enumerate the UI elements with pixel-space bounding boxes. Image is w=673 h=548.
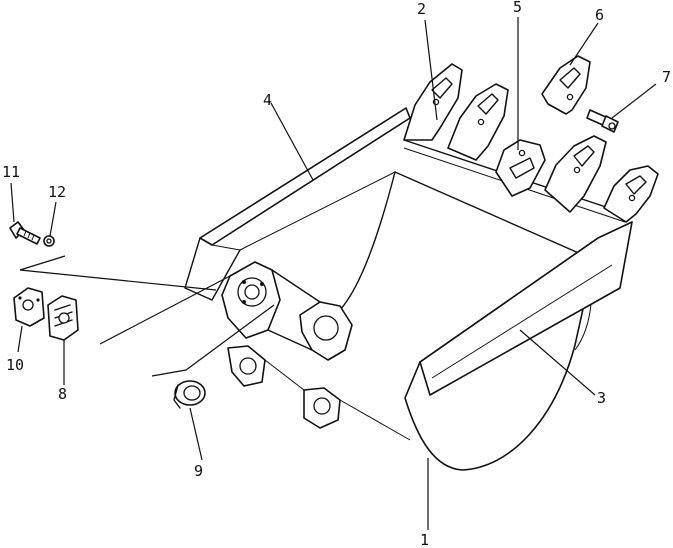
bushing xyxy=(173,380,206,409)
tooth-4 xyxy=(544,135,607,213)
callout-12: 12 xyxy=(48,183,66,201)
right-side-plate xyxy=(419,221,633,396)
callout-5: 5 xyxy=(513,0,522,16)
callout-10: 10 xyxy=(6,356,24,374)
tooth-2 xyxy=(447,83,509,161)
tooth-3 xyxy=(495,139,546,197)
callout-3: 3 xyxy=(597,389,606,407)
shim-bracket xyxy=(47,295,79,341)
leader-lines xyxy=(10,17,657,530)
callout-7: 7 xyxy=(662,68,671,86)
bucket-body xyxy=(239,171,593,471)
tooth-5 xyxy=(603,165,659,223)
callout-8: 8 xyxy=(58,385,67,403)
callout-4: 4 xyxy=(263,91,272,109)
callout-2: 2 xyxy=(417,0,426,18)
bolt xyxy=(9,221,41,245)
detached-tooth xyxy=(541,55,591,115)
hinge-bracket-left xyxy=(221,261,281,387)
left-side-plate xyxy=(184,107,411,301)
callout-11: 11 xyxy=(2,163,20,181)
hinge-bracket-right xyxy=(264,269,411,441)
washer xyxy=(43,235,55,247)
block-plate xyxy=(13,287,45,327)
tooth-1 xyxy=(403,63,463,141)
tooth-pin xyxy=(586,109,619,133)
callout-1: 1 xyxy=(420,531,429,548)
callout-6: 6 xyxy=(595,6,604,24)
callout-9: 9 xyxy=(194,462,203,480)
